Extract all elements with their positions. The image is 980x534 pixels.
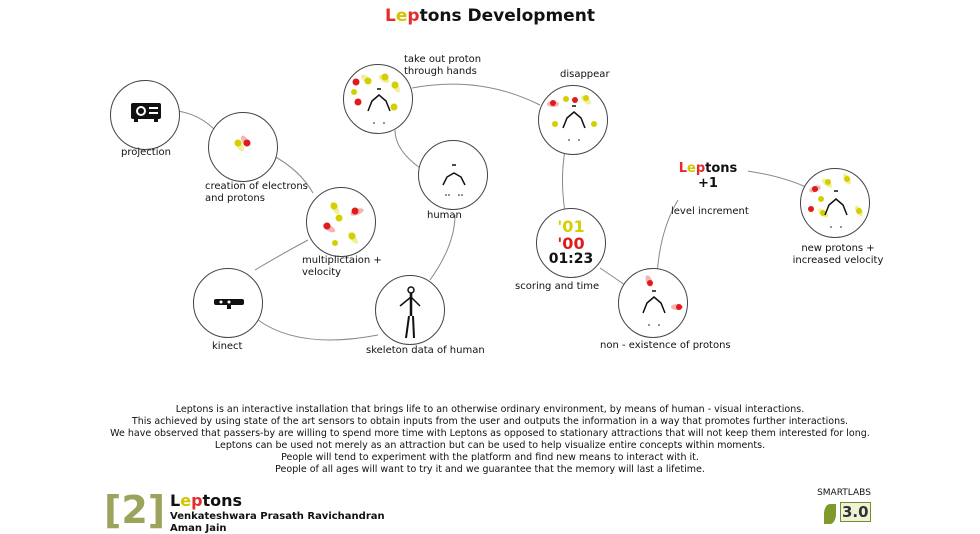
author-name: Venkateshwara Prasath Ravichandran [170, 511, 385, 522]
leaf-icon [824, 504, 836, 524]
newprotons-node [800, 168, 870, 238]
new-protons-icon [808, 173, 863, 228]
level-label: level increment [671, 206, 749, 217]
link-kinect-skeleton [257, 319, 379, 341]
projector-icon [131, 103, 161, 122]
human-node [418, 140, 488, 210]
link-skeleton-human [429, 214, 456, 281]
link-disappear-scoring [562, 149, 566, 213]
link-creation-multiplication [271, 154, 314, 194]
smartlabs-logo: SMARTLABS 3.0 [814, 488, 874, 532]
human-figure-icon [442, 164, 466, 196]
logo-version: 3.0 [840, 502, 871, 522]
human-label: human [427, 210, 462, 221]
skeleton-figure-icon [399, 286, 421, 339]
kinect-sensor-icon [214, 299, 244, 309]
nonexistence-label: non - existence of protons [600, 340, 731, 351]
particle-pair-icon [234, 135, 251, 152]
scoring-node: '01 '00 01:23 [536, 208, 606, 278]
link-human-takeout [394, 129, 421, 169]
project-number: [2] [104, 488, 166, 532]
creation-node [208, 112, 278, 182]
description-line: We have observed that passers-by are wil… [110, 428, 870, 439]
scoring-label: scoring and time [515, 281, 600, 292]
description-line: This achieved by using state of the art … [131, 416, 849, 427]
link-multiplication-kinect [254, 239, 309, 271]
logo-text: SMARTLABS [817, 488, 871, 498]
multiplication-label: multiplictaion +velocity [302, 255, 382, 278]
kinect-label: kinect [212, 341, 243, 352]
description: Leptons is an interactive installation t… [0, 404, 980, 476]
particles-human-icon [351, 73, 400, 124]
kinect-node [193, 268, 263, 338]
nonexistence-node [618, 268, 688, 338]
link-level-newprotons [739, 169, 809, 189]
projection-node [110, 80, 180, 150]
project-title: Leptons [170, 491, 243, 510]
description-line: Leptons can be used not merely as an att… [214, 440, 766, 451]
multiplication-node [306, 187, 376, 257]
disappear-node [538, 85, 608, 155]
link-nonexist-level [656, 199, 679, 276]
description-line: Leptons is an interactive installation t… [175, 404, 805, 415]
no-protons-icon [642, 275, 683, 326]
description-line: People of all ages will want to try it a… [275, 464, 705, 475]
skeleton-node [375, 275, 445, 345]
newprotons-label: new protons +increased velocity [792, 243, 884, 266]
score-top: '01 [557, 217, 585, 236]
link-takeout-disappear [411, 83, 541, 106]
level-node: Leptons +1 [668, 135, 748, 205]
author-name: Aman Jain [170, 523, 227, 534]
skeleton-label: skeleton data of human [366, 345, 485, 356]
description-line: People will tend to experiment with the … [281, 452, 699, 463]
page-title: Leptons Development [385, 6, 595, 26]
score-mid: '00 [557, 234, 585, 253]
projection-label: projection [121, 147, 171, 158]
disappear-label: disappear [560, 69, 610, 80]
takeout-node [343, 64, 413, 134]
particles-icon [322, 201, 364, 246]
level-badge: Leptons +1 [678, 161, 738, 191]
score-time: 01:23 [548, 251, 594, 267]
particles-disappear-icon [547, 95, 597, 141]
